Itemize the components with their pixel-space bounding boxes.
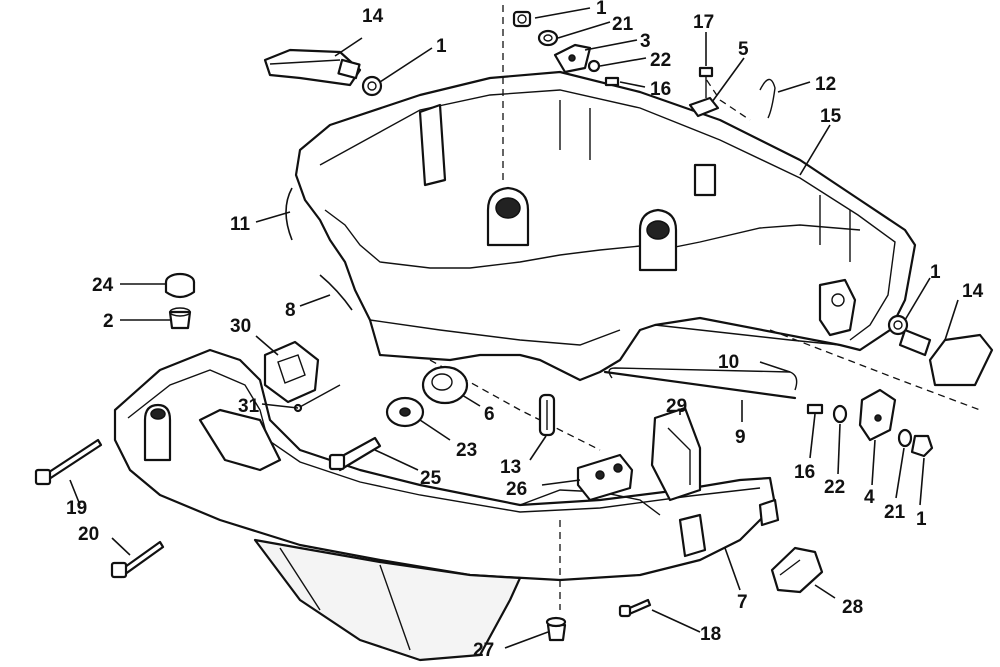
plug-28 bbox=[545, 616, 567, 642]
callout-5: 5 bbox=[738, 39, 749, 60]
callout-22-top: 22 bbox=[650, 50, 671, 71]
callout-1-top: 1 bbox=[596, 0, 607, 19]
bracket-29 bbox=[650, 406, 702, 502]
grommet-30 bbox=[263, 340, 320, 404]
lower-motor-cover bbox=[113, 348, 780, 662]
callout-11: 11 bbox=[230, 214, 251, 235]
hardware-top-center bbox=[512, 10, 620, 87]
callout-24: 24 bbox=[92, 275, 114, 296]
callout-1-top-left: 1 bbox=[436, 36, 447, 57]
callout-14-right: 14 bbox=[962, 281, 984, 302]
callout-21-top: 21 bbox=[612, 14, 634, 35]
handle-upper-14 bbox=[263, 48, 362, 87]
callout-labels: 14 1 1 21 3 22 16 17 5 12 15 1 14 11 8 2… bbox=[66, 0, 984, 661]
callout-18: 18 bbox=[700, 624, 721, 645]
callout-10: 10 bbox=[718, 352, 739, 373]
callout-6: 6 bbox=[484, 404, 495, 425]
callout-13: 13 bbox=[500, 457, 521, 478]
callout-1-bottom-right: 1 bbox=[916, 509, 927, 530]
callout-7: 7 bbox=[737, 592, 748, 613]
callout-3: 3 bbox=[640, 31, 651, 52]
callout-9: 8 bbox=[285, 300, 296, 321]
callout-19: 19 bbox=[66, 498, 87, 519]
callout-14-top: 14 bbox=[362, 6, 384, 27]
callout-27: 28 bbox=[842, 597, 863, 618]
callout-23: 23 bbox=[456, 440, 477, 461]
rod-8 bbox=[603, 370, 797, 400]
callout-2: 2 bbox=[103, 311, 114, 332]
hardware-right-side bbox=[806, 388, 934, 458]
leader-lines bbox=[69, 7, 959, 649]
wire-10 bbox=[608, 367, 798, 391]
bolt-19 bbox=[34, 438, 103, 486]
block-26 bbox=[576, 453, 634, 502]
hardware-top-right bbox=[688, 66, 776, 119]
callout-16-right: 16 bbox=[794, 462, 815, 483]
callout-21-right: 21 bbox=[884, 502, 906, 523]
callout-17: 17 bbox=[693, 12, 714, 33]
upper-motor-cover-tray bbox=[294, 70, 917, 382]
grommet-24 bbox=[164, 272, 196, 299]
cap-27 bbox=[770, 546, 824, 594]
callout-31: 31 bbox=[238, 396, 260, 417]
plug-2 bbox=[168, 307, 192, 330]
callout-29: 29 bbox=[666, 396, 687, 417]
callout-12: 12 bbox=[815, 74, 836, 95]
clip-11 bbox=[285, 187, 293, 241]
bolt-20 bbox=[110, 540, 165, 579]
callout-25: 25 bbox=[420, 468, 442, 489]
strip-13 bbox=[538, 393, 556, 437]
callout-20: 20 bbox=[78, 524, 99, 545]
callout-28: 27 bbox=[473, 640, 494, 661]
callout-4: 4 bbox=[864, 487, 875, 508]
nut-1-upper-left bbox=[361, 75, 383, 97]
callout-8: 9 bbox=[735, 427, 746, 448]
stud-25 bbox=[328, 436, 382, 472]
screw-18 bbox=[618, 598, 652, 618]
clip-9 bbox=[319, 274, 353, 311]
mount-6 bbox=[421, 365, 469, 405]
nut-1-right bbox=[887, 314, 909, 336]
callout-15: 15 bbox=[820, 106, 842, 127]
callout-30: 30 bbox=[230, 316, 251, 337]
callout-26: 26 bbox=[506, 479, 527, 500]
washer-23 bbox=[385, 396, 425, 428]
callout-16-top: 16 bbox=[650, 79, 671, 100]
callout-22-right: 22 bbox=[824, 477, 845, 498]
callout-1-right: 1 bbox=[930, 262, 941, 283]
